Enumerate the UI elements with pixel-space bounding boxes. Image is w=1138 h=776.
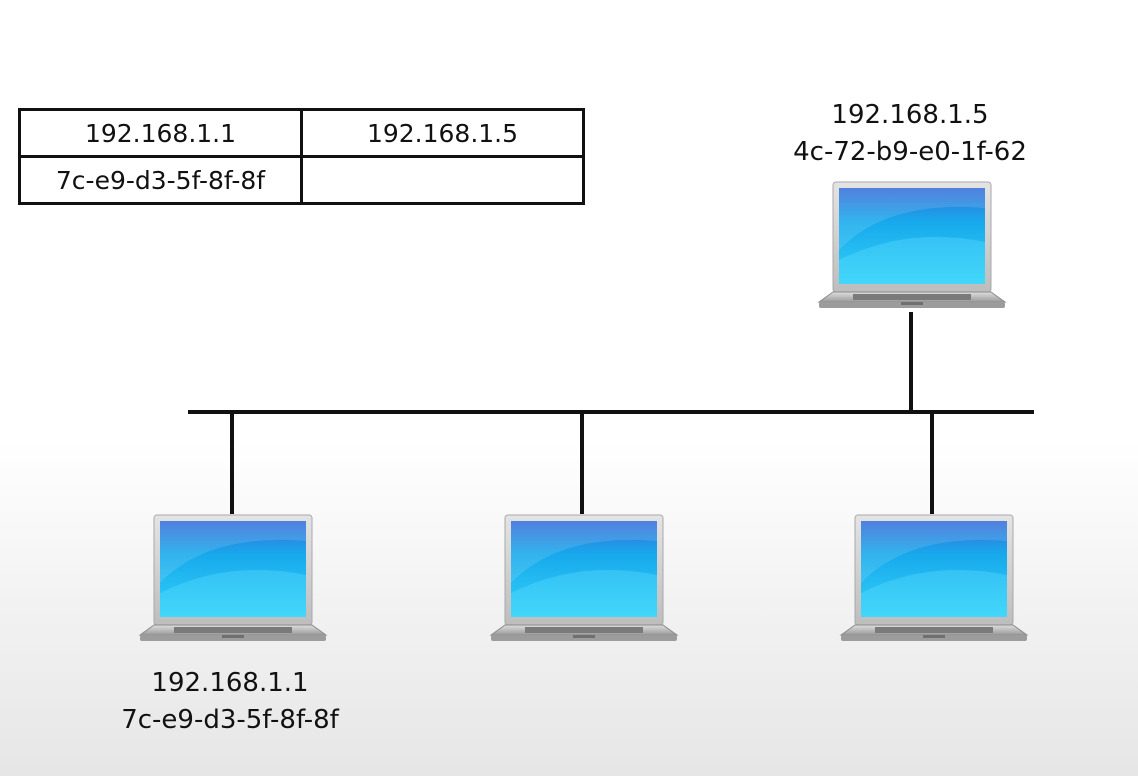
table-row: 192.168.1.1 192.168.1.5 bbox=[18, 108, 585, 158]
laptop-icon[interactable] bbox=[839, 513, 1029, 647]
laptop-icon[interactable] bbox=[817, 180, 1007, 314]
host-label-bottom-left: 192.168.1.1 7c-e9-d3-5f-8f-8f bbox=[80, 665, 380, 739]
network-link bbox=[230, 412, 234, 514]
table-cell-ip-1: 192.168.1.1 bbox=[18, 108, 303, 158]
table-cell-mac-1: 7c-e9-d3-5f-8f-8f bbox=[18, 155, 303, 205]
table-cell-mac-2 bbox=[300, 155, 585, 205]
network-link bbox=[580, 412, 584, 514]
network-link bbox=[930, 412, 934, 514]
host-mac-bottom-left: 7c-e9-d3-5f-8f-8f bbox=[121, 705, 339, 735]
network-link bbox=[909, 312, 913, 412]
host-ip-bottom-left: 192.168.1.1 bbox=[151, 668, 309, 698]
table-cell-ip-2: 192.168.1.5 bbox=[300, 108, 585, 158]
table-row: 7c-e9-d3-5f-8f-8f bbox=[18, 155, 585, 205]
host-label-top: 192.168.1.5 4c-72-b9-e0-1f-62 bbox=[760, 97, 1060, 171]
host-ip-top: 192.168.1.5 bbox=[831, 100, 989, 130]
host-mac-top: 4c-72-b9-e0-1f-62 bbox=[793, 137, 1027, 167]
arp-table: 192.168.1.1 192.168.1.5 7c-e9-d3-5f-8f-8… bbox=[18, 108, 585, 205]
laptop-icon[interactable] bbox=[138, 513, 328, 647]
laptop-icon[interactable] bbox=[489, 513, 679, 647]
network-bus bbox=[188, 410, 1034, 414]
